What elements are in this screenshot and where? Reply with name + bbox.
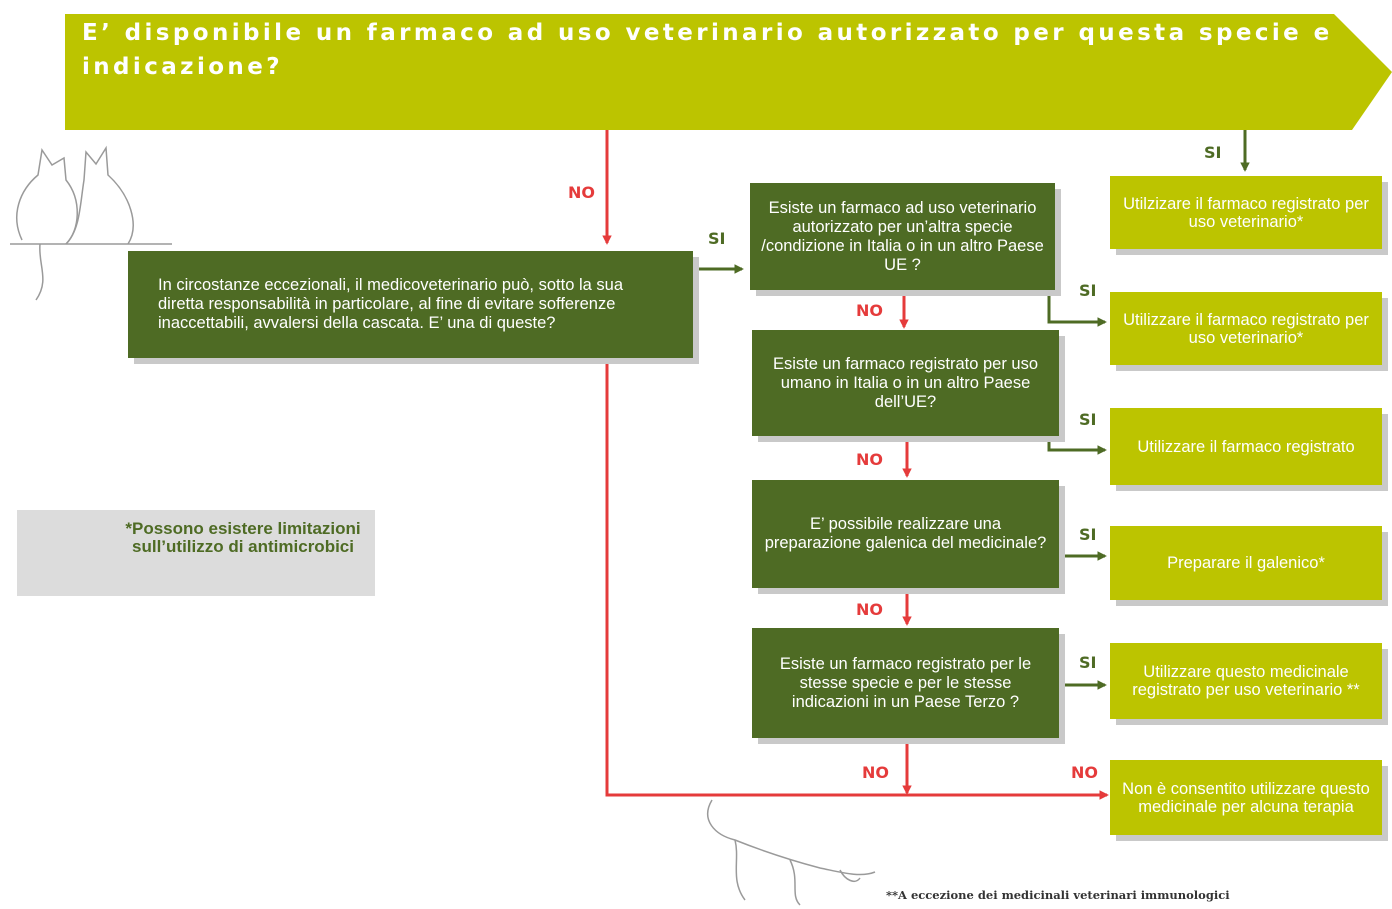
- label-si-banner: SI: [1204, 143, 1222, 162]
- label-no-q2: NO: [856, 450, 883, 469]
- outcome-registered: Utilizzare il farmaco registrato: [1110, 408, 1382, 485]
- footnote: **A eccezione dei medicinali veterinari …: [886, 888, 1230, 902]
- question-galenic: E’ possibile realizzare una preparazione…: [752, 480, 1059, 588]
- question-human-use: Esiste un farmaco registrato per uso uma…: [752, 330, 1059, 436]
- label-no-q3: NO: [856, 600, 883, 619]
- arrow-no-cascade: [605, 358, 1109, 800]
- note-text: *Possono esistere limitazioni sull’utili…: [125, 519, 361, 556]
- label-no-q1: NO: [856, 301, 883, 320]
- question-other-species: Esiste un farmaco ad uso veterinario aut…: [750, 183, 1055, 290]
- label-si-cascade: SI: [708, 229, 726, 248]
- label-no-final: NO: [1071, 763, 1098, 782]
- question-third-country: Esiste un farmaco registrato per le stes…: [752, 628, 1059, 738]
- label-no-q4: NO: [862, 763, 889, 782]
- label-si-q4: SI: [1079, 653, 1097, 672]
- outcome-galenic: Preparare il galenico*: [1110, 526, 1382, 600]
- outcome-third-country: Utilizzare questo medicinale registrato …: [1110, 643, 1382, 719]
- arrow-si-q1: [1047, 290, 1107, 327]
- dog-illustration: [707, 799, 876, 906]
- title-banner-shape: [65, 14, 1392, 130]
- label-no-banner: NO: [568, 183, 595, 202]
- label-si-q1: SI: [1079, 281, 1097, 300]
- question-cascade: In circostanze eccezionali, il medicovet…: [128, 251, 693, 358]
- note-box: *Possono esistere limitazioni sull’utili…: [17, 510, 375, 596]
- outcome-veterinary-1: Utilzizare il farmaco registrato per uso…: [1110, 176, 1382, 249]
- outcome-not-allowed: Non è consentito utilizzare questo medic…: [1110, 760, 1382, 835]
- label-si-q3: SI: [1079, 525, 1097, 544]
- cats-illustration: [10, 145, 172, 301]
- outcome-veterinary-2: Utilizzare il farmaco registrato per uso…: [1110, 292, 1382, 365]
- label-si-q2: SI: [1079, 410, 1097, 429]
- title-banner: E’ disponibile un farmaco ad uso veterin…: [82, 20, 1333, 80]
- arrow-si-q2: [1047, 434, 1107, 455]
